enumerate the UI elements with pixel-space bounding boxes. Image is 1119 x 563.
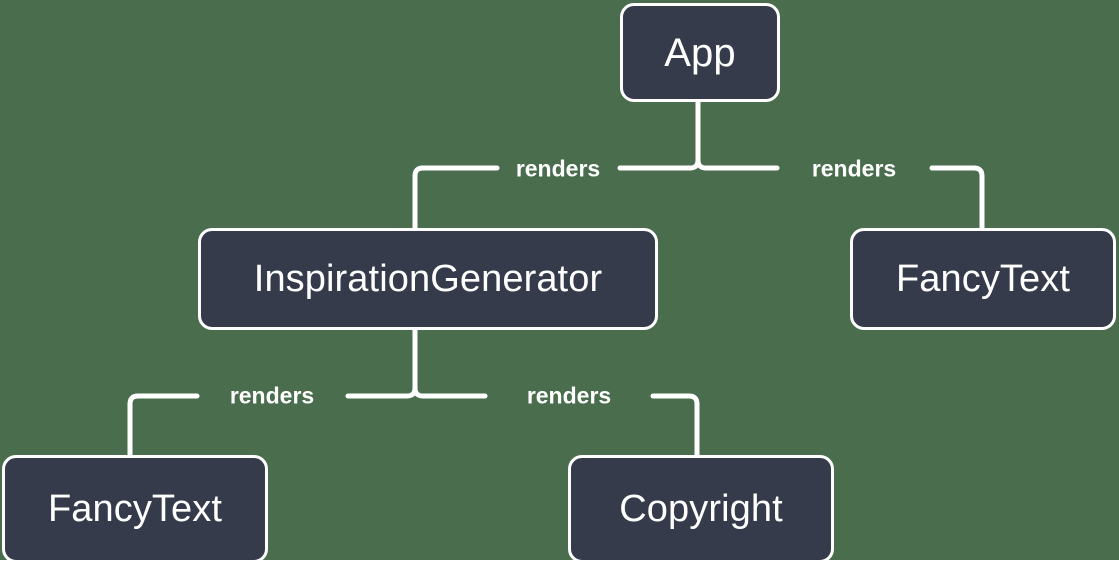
edge-label-inspiration-generator-to-copyright: renders [526, 382, 612, 409]
edge-label-app-to-inspiration-generator: renders [515, 155, 601, 182]
node-fancy-text-left[interactable]: FancyText [2, 455, 268, 563]
node-app-label: App [664, 30, 736, 75]
edge-label-app-to-fancy-text: renders [811, 155, 897, 182]
node-copyright-label: Copyright [619, 488, 783, 530]
edge-app-inspgen-seg-left [412, 165, 500, 231]
node-fancy-text-right[interactable]: FancyText [850, 228, 1116, 330]
edge-app-fancy-seg-right [929, 165, 985, 231]
edge-inspgen-fancy-seg-left [127, 393, 200, 458]
edge-label-inspiration-generator-to-fancy-text: renders [229, 382, 315, 409]
node-fancy-text-right-label: FancyText [895, 258, 1071, 300]
edge-inspgen-copy-seg-right [650, 393, 700, 458]
node-copyright[interactable]: Copyright [568, 455, 834, 563]
node-inspiration-generator-label: InspirationGenerator [253, 258, 603, 300]
node-app[interactable]: App [620, 3, 780, 102]
node-inspiration-generator[interactable]: InspirationGenerator [198, 228, 658, 330]
node-fancy-text-left-label: FancyText [47, 488, 223, 530]
